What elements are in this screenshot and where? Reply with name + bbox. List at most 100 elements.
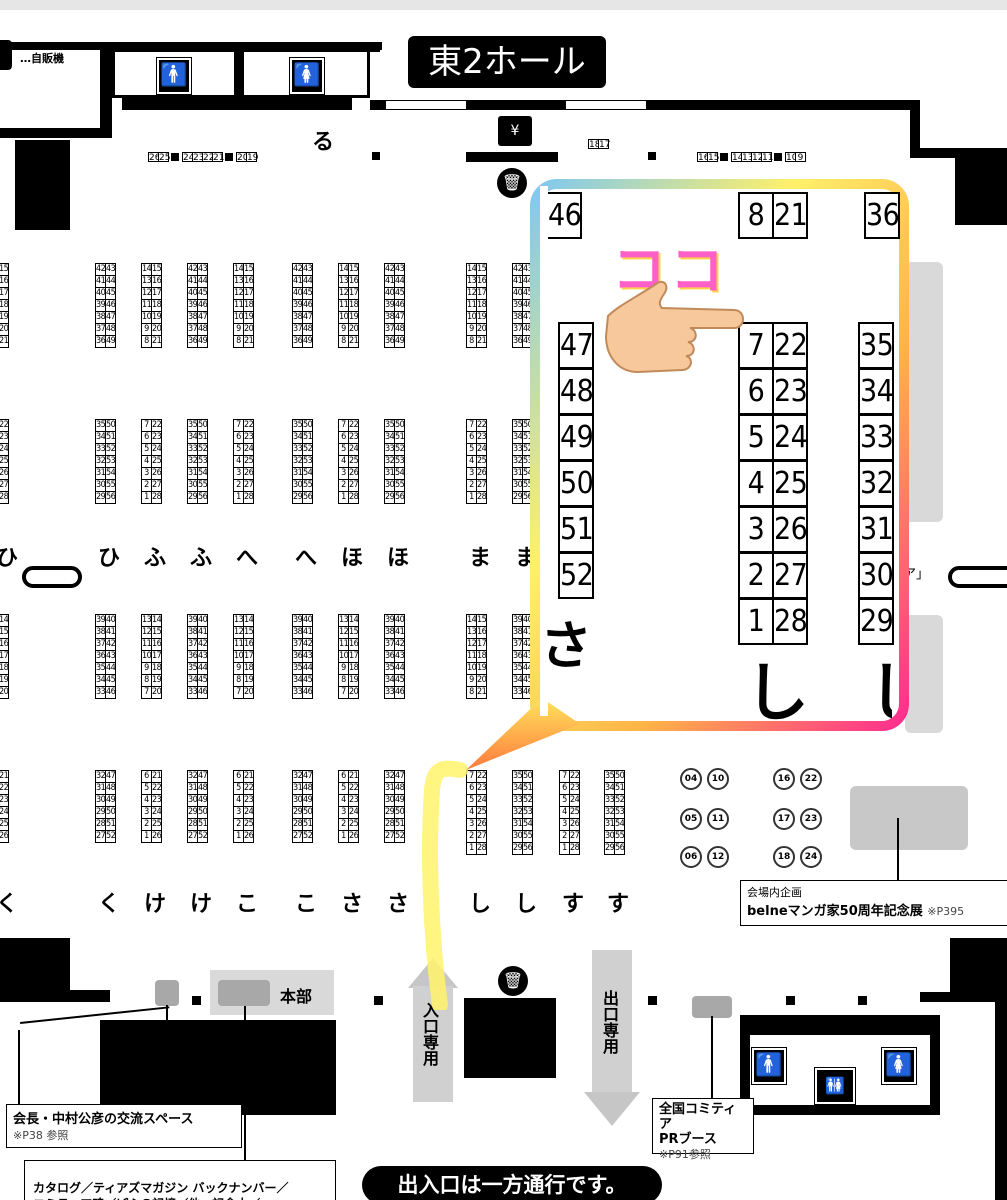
booth[interactable]: 34 bbox=[858, 368, 894, 415]
big-row-label-shi: し bbox=[745, 657, 809, 731]
booth[interactable]: 15 bbox=[707, 152, 720, 163]
circle-booth[interactable]: 24 bbox=[800, 846, 822, 868]
booth[interactable]: 48 bbox=[558, 368, 594, 415]
booth[interactable]: 21 bbox=[348, 335, 359, 348]
booth[interactable]: 8 bbox=[738, 192, 774, 239]
booth[interactable]: 26 bbox=[772, 506, 808, 553]
booth[interactable]: 21 bbox=[772, 192, 808, 239]
circle-booth[interactable]: 17 bbox=[773, 808, 795, 830]
booth[interactable]: 11 bbox=[761, 152, 774, 163]
booth[interactable]: 52 bbox=[394, 830, 405, 843]
booth[interactable]: 27 bbox=[772, 552, 808, 599]
room-center bbox=[464, 998, 556, 1078]
booth[interactable]: 31 bbox=[858, 506, 894, 553]
booth[interactable]: 49 bbox=[394, 335, 405, 348]
booth[interactable]: 32 bbox=[858, 460, 894, 507]
booth[interactable]: 21 bbox=[476, 686, 487, 699]
booth[interactable]: 20 bbox=[0, 686, 9, 699]
circle-booth[interactable]: 22 bbox=[800, 768, 822, 790]
vending-machine-icon: ¥ bbox=[498, 116, 532, 146]
booth[interactable]: 21 bbox=[151, 335, 162, 348]
booth[interactable]: 24 bbox=[772, 414, 808, 461]
booth[interactable]: 23 bbox=[772, 368, 808, 415]
chairman-ref: ※P38 参照 bbox=[13, 1129, 69, 1142]
circle-booth[interactable]: 10 bbox=[707, 768, 729, 790]
circle-booth[interactable]: 06 bbox=[680, 846, 702, 868]
circle-booth[interactable]: 12 bbox=[707, 846, 729, 868]
booth[interactable]: 52 bbox=[302, 830, 313, 843]
row-label: こ bbox=[295, 892, 318, 917]
booth[interactable]: 9 bbox=[795, 152, 806, 163]
booth[interactable]: 46 bbox=[105, 686, 116, 699]
booth[interactable]: 21 bbox=[243, 335, 254, 348]
booth[interactable]: 26 bbox=[243, 830, 254, 843]
circle-booth[interactable]: 18 bbox=[773, 846, 795, 868]
booth[interactable]: 21 bbox=[0, 335, 9, 348]
booth[interactable]: 5 bbox=[738, 414, 774, 461]
booth[interactable]: 17 bbox=[598, 139, 611, 150]
circle-booth[interactable]: 23 bbox=[800, 808, 822, 830]
booth[interactable]: 36 bbox=[864, 192, 900, 239]
booth[interactable]: 46 bbox=[394, 686, 405, 699]
booth[interactable]: 25 bbox=[158, 152, 171, 163]
booth[interactable]: 35 bbox=[858, 322, 894, 369]
booth[interactable]: 49 bbox=[302, 335, 313, 348]
booth[interactable]: 33 bbox=[858, 414, 894, 461]
row-label: ま bbox=[469, 546, 492, 571]
booth[interactable]: 46 bbox=[197, 686, 208, 699]
circle-booth[interactable]: 11 bbox=[707, 808, 729, 830]
booth[interactable]: 49 bbox=[105, 335, 116, 348]
booth[interactable]: 28 bbox=[0, 491, 9, 504]
pillar-right-top bbox=[955, 150, 1007, 225]
booth[interactable]: 26 bbox=[0, 830, 9, 843]
exit-label: 出口専用 bbox=[600, 990, 619, 1054]
booth[interactable]: 19 bbox=[246, 152, 259, 163]
booth[interactable]: 21 bbox=[476, 335, 487, 348]
booth[interactable]: 49 bbox=[197, 335, 208, 348]
booth[interactable]: 20 bbox=[348, 686, 359, 699]
booth[interactable]: 56 bbox=[197, 491, 208, 504]
booth[interactable]: 56 bbox=[105, 491, 116, 504]
booth[interactable]: 51 bbox=[558, 506, 594, 553]
booth[interactable]: 2 bbox=[738, 552, 774, 599]
booth[interactable]: 26 bbox=[348, 830, 359, 843]
booth[interactable]: 28 bbox=[569, 842, 580, 855]
booth[interactable]: 1 bbox=[738, 598, 774, 645]
booth[interactable]: 4 bbox=[738, 460, 774, 507]
booth[interactable]: 3 bbox=[738, 506, 774, 553]
circle-booth[interactable]: 16 bbox=[773, 768, 795, 790]
booth[interactable]: 26 bbox=[151, 830, 162, 843]
circle-booth[interactable]: 05 bbox=[680, 808, 702, 830]
booth[interactable]: 56 bbox=[394, 491, 405, 504]
booth[interactable]: 46 bbox=[302, 686, 313, 699]
booth[interactable]: 47 bbox=[558, 322, 594, 369]
booth[interactable]: 28 bbox=[348, 491, 359, 504]
row-label: し bbox=[515, 892, 538, 917]
comitia-pr-title: 全国コミティア PRブース bbox=[659, 1102, 737, 1147]
booth[interactable]: 52 bbox=[197, 830, 208, 843]
booth[interactable]: 21 bbox=[212, 152, 225, 163]
booth[interactable]: 28 bbox=[476, 491, 487, 504]
booth[interactable]: 50 bbox=[558, 460, 594, 507]
booth[interactable]: 29 bbox=[858, 598, 894, 645]
booth[interactable]: 28 bbox=[243, 491, 254, 504]
booth[interactable]: 52 bbox=[558, 552, 594, 599]
booth[interactable]: 46 bbox=[546, 192, 582, 239]
circle-booth[interactable]: 04 bbox=[680, 768, 702, 790]
booth[interactable]: 52 bbox=[105, 830, 116, 843]
booth[interactable]: 28 bbox=[151, 491, 162, 504]
booth[interactable]: 20 bbox=[151, 686, 162, 699]
booth[interactable]: 30 bbox=[858, 552, 894, 599]
booth[interactable]: 56 bbox=[614, 842, 625, 855]
booth[interactable]: 56 bbox=[302, 491, 313, 504]
booth[interactable]: 28 bbox=[476, 842, 487, 855]
booth[interactable]: 56 bbox=[522, 842, 533, 855]
booth[interactable]: 25 bbox=[772, 460, 808, 507]
booth[interactable]: 28 bbox=[772, 598, 808, 645]
booth[interactable]: 22 bbox=[772, 322, 808, 369]
booth[interactable]: 20 bbox=[243, 686, 254, 699]
booth[interactable]: 49 bbox=[558, 414, 594, 461]
